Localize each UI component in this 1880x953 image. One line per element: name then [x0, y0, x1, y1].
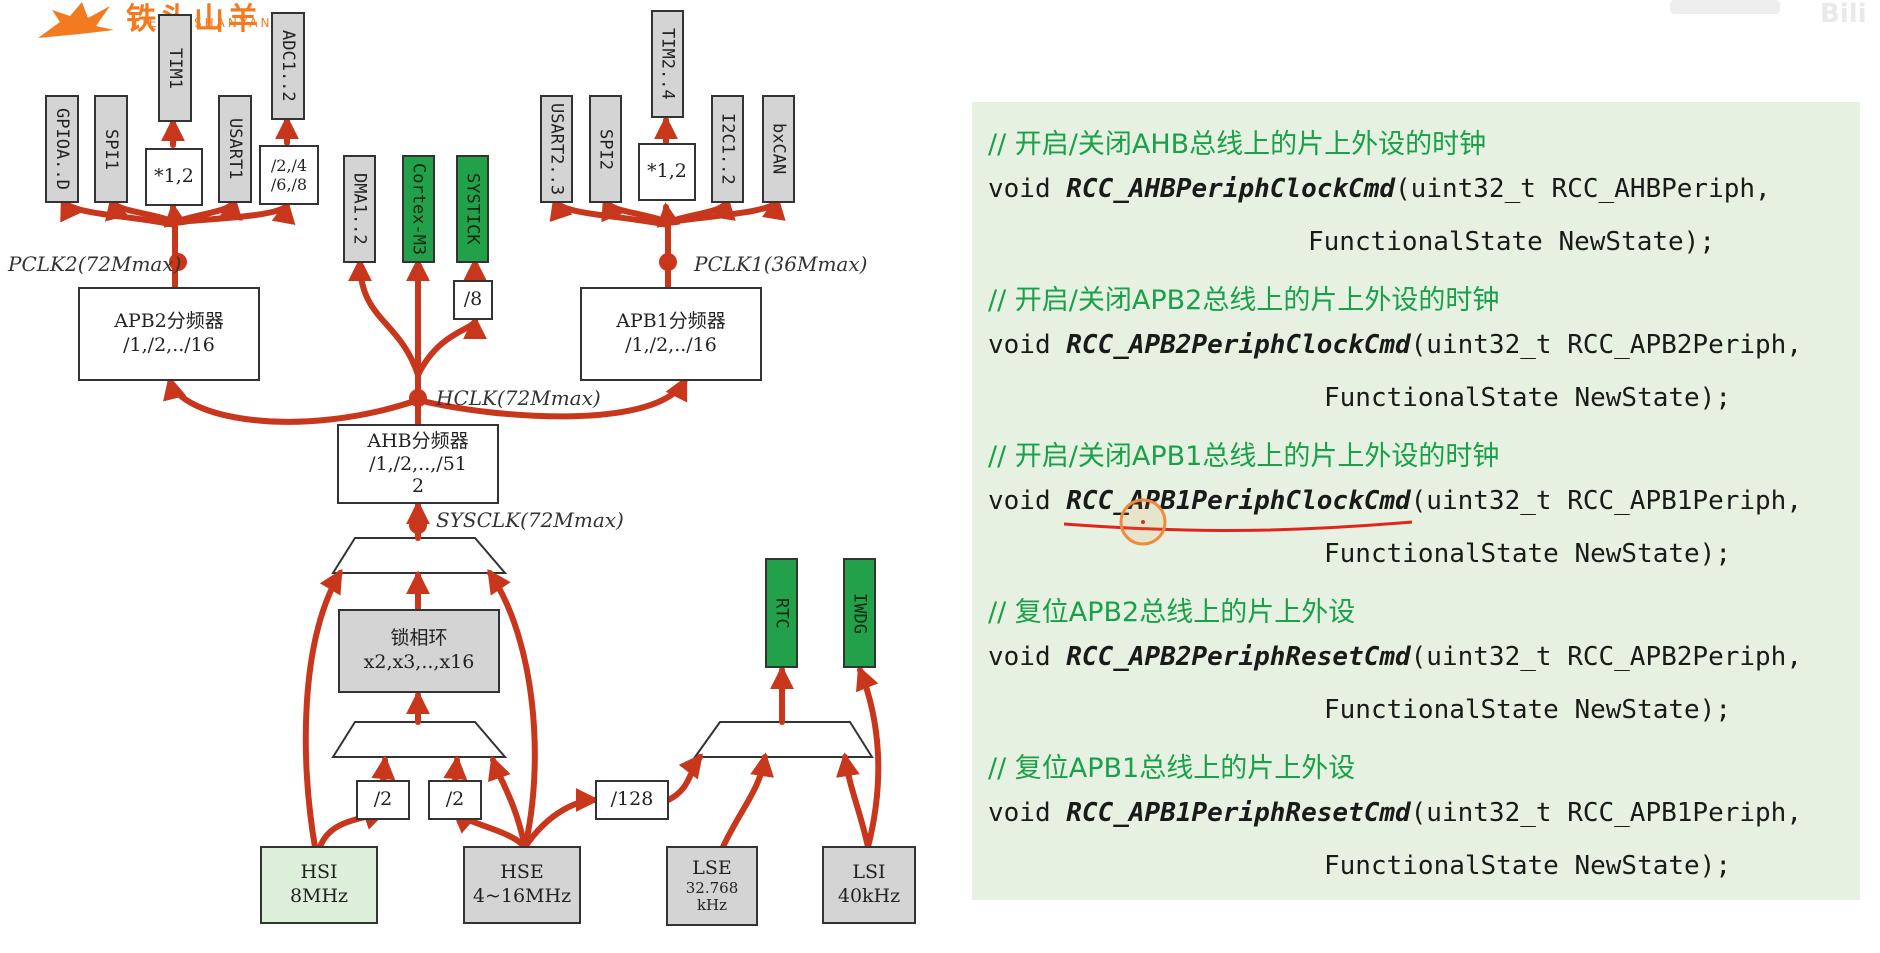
code-line-apb2-reset: void RCC_APB2PeriphResetCmd(uint32_t RCC…: [988, 642, 1802, 672]
hse-div128: /128: [595, 780, 669, 820]
function-name: RCC_APB2PeriphResetCmd: [1066, 642, 1411, 672]
goat-logo-icon: [38, 2, 114, 38]
comment-apb2-reset: // 复位APB2总线上的片上外设: [988, 597, 1356, 628]
tim24-multiplier: *1,2: [638, 143, 696, 201]
code-line-continuation: FunctionalState NewState);: [1308, 227, 1715, 257]
usart1-box: USART1: [218, 95, 252, 203]
cortex-m3-box: Cortex-M3: [402, 155, 435, 263]
comment-apb1-clock: // 开启/关闭APB1总线上的片上外设的时钟: [988, 441, 1500, 472]
hse-div2: /2: [428, 780, 482, 820]
bilibili-watermark-icon: Bili: [1670, 0, 1867, 26]
gpio-box: GPIOA..D: [45, 95, 79, 203]
adc-divider: /2,/4/6,/8: [259, 145, 319, 205]
code-line-continuation: FunctionalState NewState);: [1324, 695, 1731, 725]
svg-text:Bili: Bili: [1820, 0, 1867, 26]
pclk1-label: PCLK1(36Mmax): [694, 252, 868, 276]
sysclk-label: SYSCLK(72Mmax): [436, 508, 624, 532]
apb1-prescaler: APB1分频器/1,/2,../16: [580, 287, 762, 381]
hclk-label: HCLK(72Mmax): [436, 386, 601, 410]
function-name: RCC_APB1PeriphResetCmd: [1066, 798, 1411, 828]
spi1-box: SPI1: [94, 95, 128, 203]
apb2-prescaler: APB2分频器/1,/2,../16: [78, 287, 260, 381]
tim1-box: TIM1: [158, 14, 192, 122]
logo-title: 铁头山羊: [126, 2, 262, 37]
tim24-box: TIM2..4: [651, 10, 684, 118]
i2c-box: I2C1..2: [711, 95, 744, 203]
rtc-box: RTC: [765, 558, 798, 668]
comment-apb2-clock: // 开启/关闭APB2总线上的片上外设的时钟: [988, 285, 1500, 316]
systick-divider: /8: [453, 280, 493, 320]
code-line-continuation: FunctionalState NewState);: [1324, 383, 1731, 413]
bxcan-box: bxCAN: [762, 95, 795, 203]
code-line-apb2-clock: void RCC_APB2PeriphClockCmd(uint32_t RCC…: [988, 330, 1802, 360]
comment-apb1-reset: // 复位APB1总线上的片上外设: [988, 753, 1356, 784]
underline-annotation: [1063, 520, 1413, 532]
tim1-multiplier: *1,2: [145, 148, 203, 206]
adc-box: ADC1..2: [271, 12, 305, 120]
function-name: RCC_APB2PeriphClockCmd: [1066, 330, 1411, 360]
code-line-ahb-clock: void RCC_AHBPeriphClockCmd(uint32_t RCC_…: [988, 174, 1771, 204]
spi2-box: SPI2: [589, 95, 622, 203]
dma-box: DMA1..2: [343, 155, 376, 263]
comment-ahb-clock: // 开启/关闭AHB总线上的片上外设的时钟: [988, 129, 1487, 160]
code-line-apb1-reset: void RCC_APB1PeriphResetCmd(uint32_t RCC…: [988, 798, 1802, 828]
code-line-continuation: FunctionalState NewState);: [1324, 851, 1731, 881]
code-line-continuation: FunctionalState NewState);: [1324, 539, 1731, 569]
function-name: RCC_AHBPeriphClockCmd: [1066, 174, 1396, 204]
systick-box: SYSTICK: [456, 155, 489, 263]
annotation-overlay: [1063, 498, 1413, 546]
iwdg-box: IWDG: [843, 558, 876, 668]
code-panel: // 开启/关闭AHB总线上的片上外设的时钟 void RCC_AHBPerip…: [972, 102, 1860, 900]
pclk2-label: PCLK2(72Mmax): [8, 252, 182, 276]
usart23-box: USART2..3: [540, 95, 573, 203]
lse-oscillator: LSE 32.768 kHz: [666, 846, 758, 926]
hsi-div2: /2: [356, 780, 410, 820]
